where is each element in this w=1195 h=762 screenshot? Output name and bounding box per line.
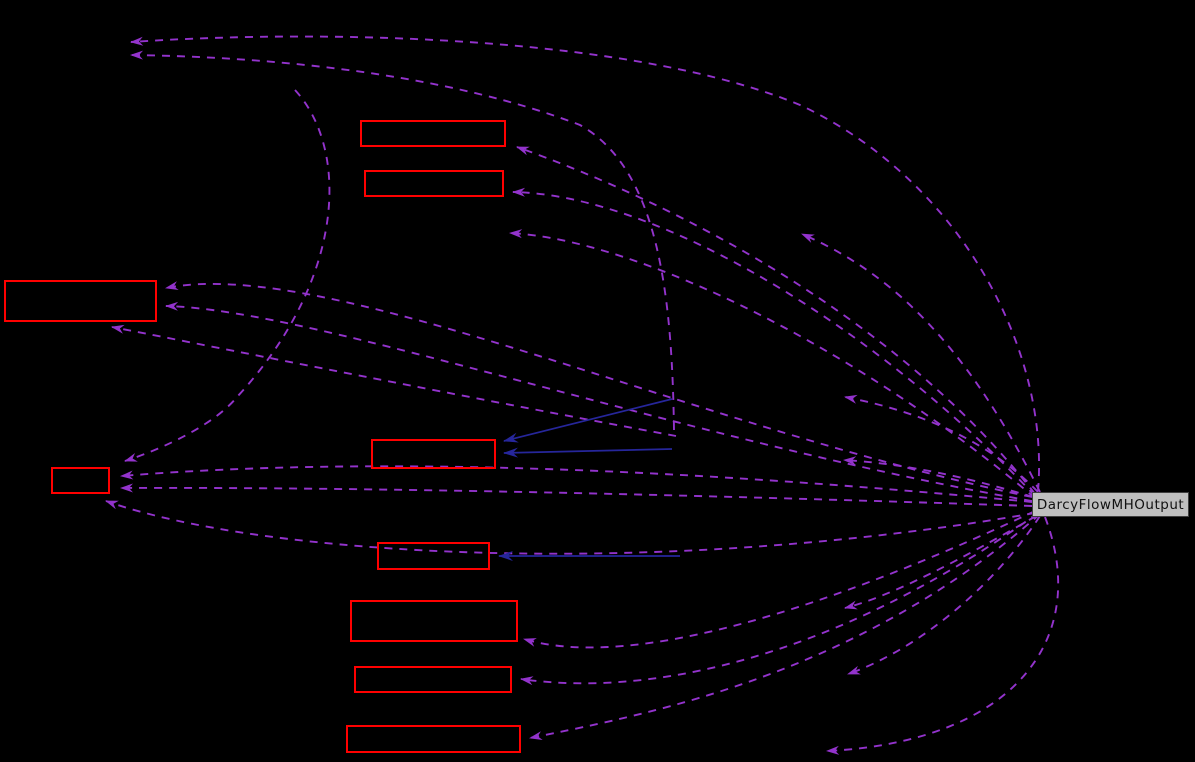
- box-bottom-3[interactable]: [346, 725, 521, 753]
- edge-to-hidden-459: [843, 456, 1034, 498]
- edges-layer: [105, 35, 1060, 755]
- edge-to-left-large-2: [165, 301, 1033, 502]
- edge-to-hidden-233: [509, 229, 1036, 499]
- boxes-layer: [4, 120, 521, 753]
- box-left-large[interactable]: [4, 280, 157, 322]
- box-top-1[interactable]: [360, 120, 506, 147]
- edge-to-bottom-1: [523, 510, 1036, 649]
- edge-to-hidden-609: [844, 515, 1037, 610]
- main-class-node[interactable]: DarcyFlowMHOutput: [1032, 492, 1189, 517]
- edge-to-left-large-1: [165, 281, 1033, 498]
- edge-to-left-large-3: [111, 324, 677, 437]
- edge-to-small-bottom: [105, 500, 1036, 555]
- edge-to-box-top-2: [512, 187, 1036, 497]
- box-mid-lower[interactable]: [377, 542, 490, 570]
- box-left-small[interactable]: [51, 467, 110, 494]
- edge-inherit-1: [503, 398, 673, 443]
- box-middle[interactable]: [371, 439, 496, 469]
- box-bottom-1[interactable]: [350, 600, 518, 642]
- edge-inherit-2: [503, 447, 673, 458]
- edge-to-box-top-1: [516, 146, 1036, 495]
- edge-top-arc-2: [130, 50, 675, 431]
- edge-to-small-mid-1: [120, 465, 1033, 503]
- edge-bottom-big-arc: [826, 516, 1060, 755]
- box-top-2[interactable]: [364, 170, 504, 197]
- edge-to-hidden-396: [844, 394, 1039, 493]
- box-bottom-2[interactable]: [354, 666, 512, 693]
- edge-to-bottom-3: [529, 513, 1041, 741]
- edge-top-arc-1: [130, 35, 1040, 492]
- edge-to-hidden-675: [847, 515, 1041, 675]
- edge-to-hidden-230: [801, 233, 1041, 493]
- edge-to-small-steep: [124, 89, 331, 462]
- edge-to-small-mid-2: [120, 483, 1033, 507]
- edge-to-bottom-2: [520, 512, 1039, 686]
